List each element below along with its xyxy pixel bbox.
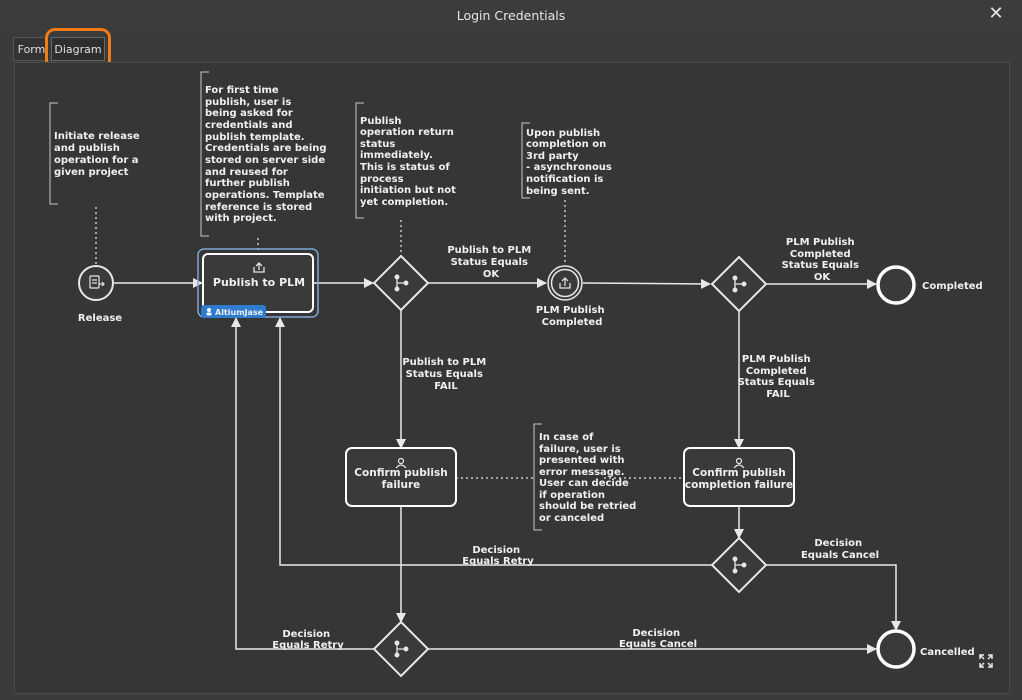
assignee-badge[interactable]: AltiumJase xyxy=(201,305,266,318)
edge-label-status-fail: Publish to PLM Status Equals FAIL xyxy=(402,357,489,392)
upload-icon xyxy=(253,262,265,273)
publish-task-label: Publish to PLM xyxy=(213,276,305,289)
sequence-flows xyxy=(114,278,901,654)
gateway-completion-status[interactable] xyxy=(710,255,768,313)
branch-icon xyxy=(732,275,747,293)
edge-label-retry-bottom: Decision Equals Retry xyxy=(272,629,344,651)
confirm-publish-failure-label-1: Confirm publish xyxy=(354,467,447,479)
release-label: Release xyxy=(78,313,122,324)
assignee-badge-label: AltiumJase xyxy=(215,308,264,317)
edge-label-completed-fail: PLM Publish Completed Status Equals FAIL xyxy=(738,354,819,400)
edge-label-retry-top: Decision Equals Retry xyxy=(462,545,534,567)
plm-publish-completed-event[interactable] xyxy=(547,265,583,301)
close-icon[interactable]: ✕ xyxy=(988,3,1004,24)
release-start-event[interactable] xyxy=(78,265,114,301)
title-bar: Login Credentials ✕ xyxy=(0,0,1022,32)
annotation-brackets xyxy=(49,71,542,531)
gateway-publish-decision[interactable] xyxy=(372,620,430,678)
tab-diagram[interactable]: Diagram xyxy=(51,37,105,61)
confirm-publish-failure-task[interactable]: Confirm publish failure xyxy=(345,447,457,507)
annotation-return-status: Publish operation return status immediat… xyxy=(360,116,459,208)
branch-icon xyxy=(732,556,747,574)
completed-end-event[interactable] xyxy=(876,265,916,305)
user-icon xyxy=(395,457,407,469)
annotation-first-time-publish: For first time publish, user is being as… xyxy=(205,85,330,224)
annotation-initiate-release: Initiate release and publish operation f… xyxy=(54,131,143,178)
user-icon xyxy=(207,308,211,312)
upload-icon xyxy=(559,277,571,289)
edge-label-completed-ok: PLM Publish Completed Status Equals OK xyxy=(782,237,863,283)
user-icon xyxy=(733,457,745,469)
edge-label-status-ok: Publish to PLM Status Equals OK xyxy=(447,245,534,280)
edge-label-cancel-top: Decision Equals Cancel xyxy=(801,538,879,561)
confirm-completion-failure-task[interactable]: Confirm publish completion failure xyxy=(683,447,795,507)
diagram-canvas xyxy=(14,62,1010,694)
branch-icon xyxy=(394,274,409,292)
publish-to-plm-task[interactable]: Publish to PLM xyxy=(197,248,319,318)
tab-form[interactable]: Form xyxy=(13,37,49,61)
annotation-third-party: Upon publish completion on 3rd party - a… xyxy=(526,128,615,197)
expand-icon[interactable] xyxy=(979,654,993,668)
plm-publish-completed-label: PLM Publish Completed xyxy=(536,305,608,328)
gateway-completion-decision[interactable] xyxy=(710,536,768,594)
confirm-publish-failure-label-2: failure xyxy=(382,479,421,491)
document-export-icon xyxy=(89,275,105,289)
cancelled-label: Cancelled xyxy=(920,647,975,658)
completed-label: Completed xyxy=(922,281,983,292)
window-title: Login Credentials xyxy=(456,8,566,23)
cancelled-end-event[interactable] xyxy=(876,629,916,669)
confirm-completion-failure-label-2: completion failure xyxy=(685,479,793,491)
gateway-publish-status[interactable] xyxy=(372,254,430,312)
annotation-failure: In case of failure, user is presented wi… xyxy=(539,432,640,524)
confirm-completion-failure-label-1: Confirm publish xyxy=(692,467,785,479)
edge-label-cancel-bottom: Decision Equals Cancel xyxy=(619,628,697,650)
branch-icon xyxy=(394,640,409,658)
